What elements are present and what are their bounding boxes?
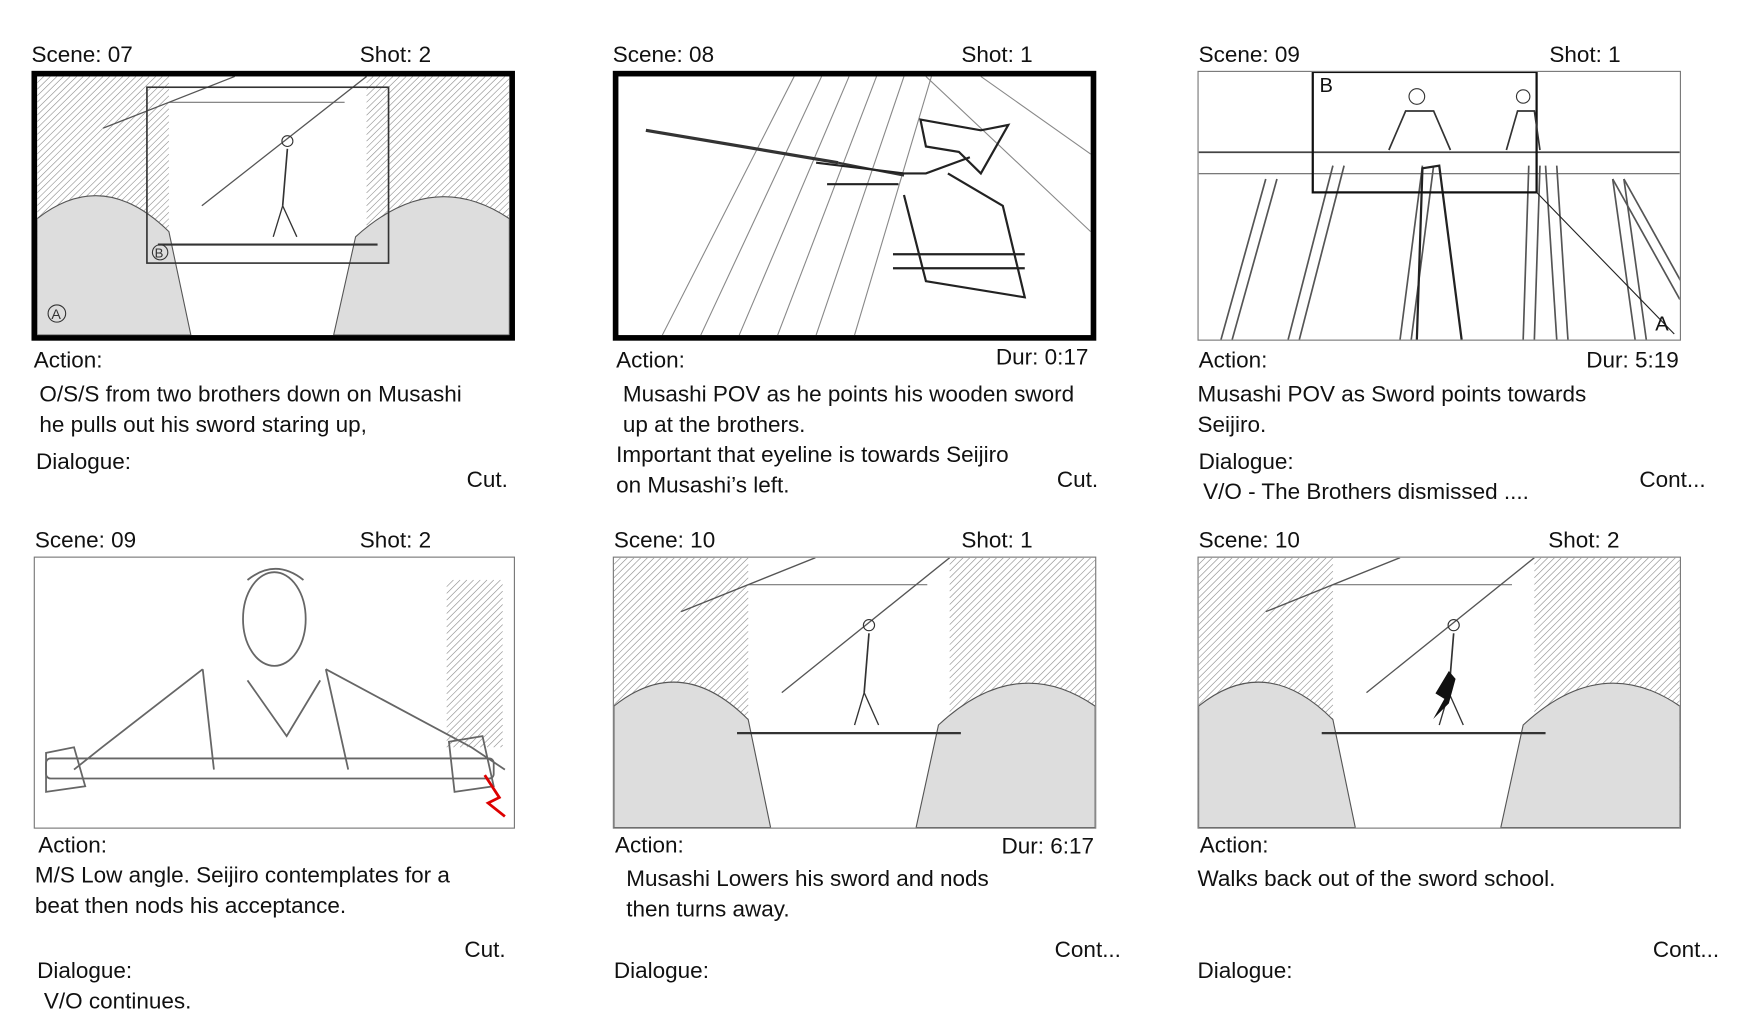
shot-number: Shot: 1 bbox=[961, 528, 1033, 554]
duration: Dur: 6:17 bbox=[1001, 834, 1095, 860]
action-description: on Musashi’s left. bbox=[616, 473, 790, 499]
action-label: Action: bbox=[615, 833, 684, 858]
transition-label: Cut. bbox=[464, 937, 506, 963]
action-description: O/S/S from two brothers down on Musashi bbox=[39, 382, 462, 408]
dialogue-label: Dialogue: bbox=[1198, 449, 1294, 475]
dialogue-label: Dialogue: bbox=[613, 959, 709, 984]
svg-text:A: A bbox=[1655, 314, 1669, 336]
scene-number: Scene: 07 bbox=[31, 42, 133, 68]
svg-text:B: B bbox=[155, 246, 164, 261]
transition-label: Cont... bbox=[1054, 937, 1121, 963]
shot-number: Shot: 1 bbox=[1549, 42, 1621, 68]
action-description: Important that eyeline is towards Seijir… bbox=[616, 443, 1009, 468]
shot-number: Shot: 1 bbox=[961, 42, 1033, 68]
transition-label: Cont... bbox=[1639, 467, 1706, 493]
scene-number: Scene: 09 bbox=[34, 528, 137, 554]
action-label: Action: bbox=[1198, 348, 1268, 374]
action-description: he pulls out his sword staring up, bbox=[39, 412, 367, 438]
action-description: beat then nods his acceptance. bbox=[34, 893, 347, 919]
storyboard-frame-sketch bbox=[33, 556, 515, 829]
scene-number: Scene: 10 bbox=[1198, 528, 1300, 554]
transition-label: Cut. bbox=[1056, 467, 1099, 493]
action-description: M/S Low angle. Seijiro contemplates for … bbox=[34, 863, 450, 889]
scene-number: Scene: 09 bbox=[1198, 42, 1300, 68]
storyboard-frame-sketch bbox=[612, 70, 1097, 341]
action-description: Walks back out of the sword school. bbox=[1197, 866, 1556, 892]
scene-number: Scene: 10 bbox=[613, 528, 716, 554]
dialogue-label: Dialogue: bbox=[1197, 959, 1293, 984]
svg-text:B: B bbox=[1319, 75, 1332, 97]
action-description: Musashi POV as he points his wooden swor… bbox=[622, 382, 1075, 408]
action-label: Action: bbox=[1199, 833, 1269, 858]
duration: Dur: 5:19 bbox=[1586, 348, 1679, 374]
shot-number: Shot: 2 bbox=[359, 528, 432, 554]
storyboard-frame-sketch bbox=[612, 556, 1097, 829]
action-description: up at the brothers. bbox=[622, 412, 806, 438]
action-label: Action: bbox=[616, 348, 685, 374]
dialogue-label: Dialogue: bbox=[37, 959, 133, 984]
transition-label: Cut. bbox=[466, 467, 508, 493]
storyboard-frame-sketch bbox=[1197, 556, 1681, 829]
svg-text:A: A bbox=[51, 306, 61, 322]
scene-number: Scene: 08 bbox=[612, 42, 715, 68]
action-label: Action: bbox=[33, 348, 103, 374]
shot-number: Shot: 2 bbox=[1548, 528, 1620, 554]
duration: Dur: 0:17 bbox=[995, 345, 1089, 370]
action-label: Action: bbox=[38, 833, 107, 858]
action-description: then turns away. bbox=[626, 897, 790, 923]
shot-number: Shot: 2 bbox=[359, 42, 432, 68]
action-description: Seijiro. bbox=[1197, 412, 1267, 438]
dialogue-text: V/O - The Brothers dismissed .... bbox=[1203, 480, 1529, 505]
dialogue-label: Dialogue: bbox=[35, 449, 132, 475]
transition-label: Cont... bbox=[1652, 937, 1720, 963]
dialogue-text: V/O continues. bbox=[43, 989, 192, 1015]
action-description: Musashi Lowers his sword and nods bbox=[626, 866, 989, 892]
action-description: Musashi POV as Sword points towards bbox=[1197, 382, 1587, 408]
